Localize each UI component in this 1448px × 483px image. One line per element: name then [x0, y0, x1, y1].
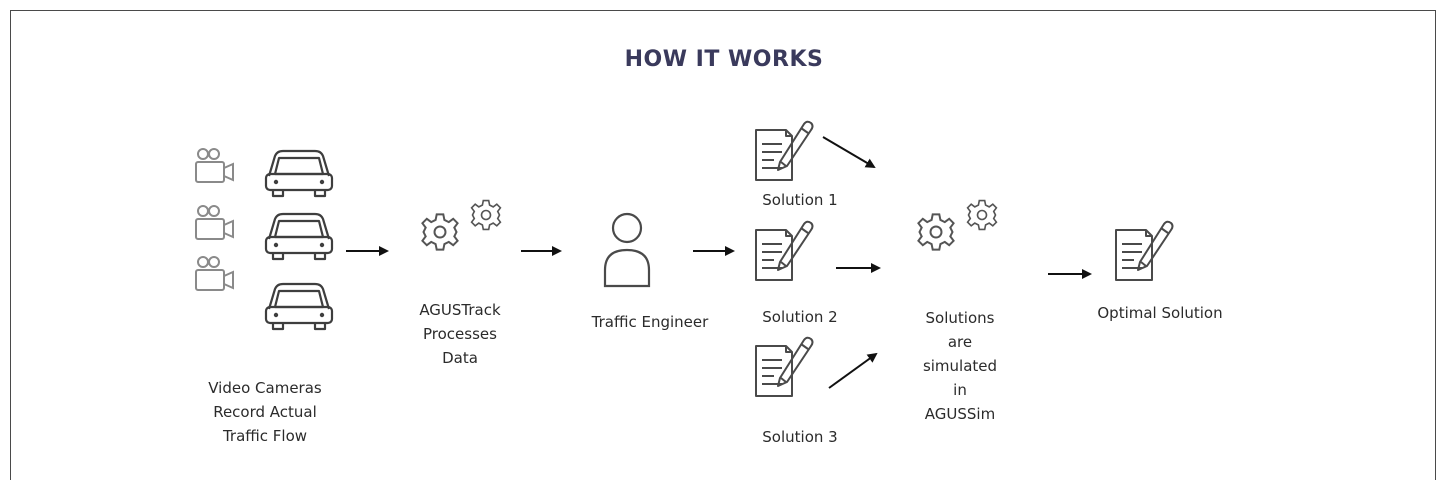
- cameras-label: Video Cameras Record Actual Traffic Flow: [208, 379, 322, 445]
- solution-2-label: Solution 2: [762, 308, 838, 326]
- document-edit-icon: [755, 120, 814, 181]
- document-edit-icon: [755, 336, 814, 397]
- document-edit-icon: [755, 220, 814, 281]
- video-camera-icon: [195, 256, 234, 291]
- agustrack-label: AGUSTrack Processes Data: [419, 301, 501, 367]
- solution-3-label: Solution 3: [762, 428, 838, 446]
- optimal-solution-label: Optimal Solution: [1097, 304, 1223, 322]
- person-icon: [603, 212, 651, 288]
- video-camera-icon: [195, 205, 234, 240]
- document-edit-icon: [1115, 220, 1174, 281]
- gears-icon: [421, 199, 502, 251]
- engineer-label: Traffic Engineer: [591, 313, 709, 331]
- video-camera-icon: [195, 148, 234, 183]
- edge-arrow: [822, 136, 876, 169]
- solution-1-label: Solution 1: [762, 191, 838, 209]
- gears-icon: [917, 199, 998, 251]
- car-icon: [264, 149, 334, 198]
- edge-arrow: [828, 352, 878, 389]
- diagram-title: HOW IT WORKS: [624, 47, 824, 72]
- agussim-label: Solutions are simulated in AGUSSim: [922, 309, 998, 423]
- diagram-frame: [10, 10, 1436, 480]
- car-icon: [264, 282, 334, 331]
- car-icon: [264, 212, 334, 261]
